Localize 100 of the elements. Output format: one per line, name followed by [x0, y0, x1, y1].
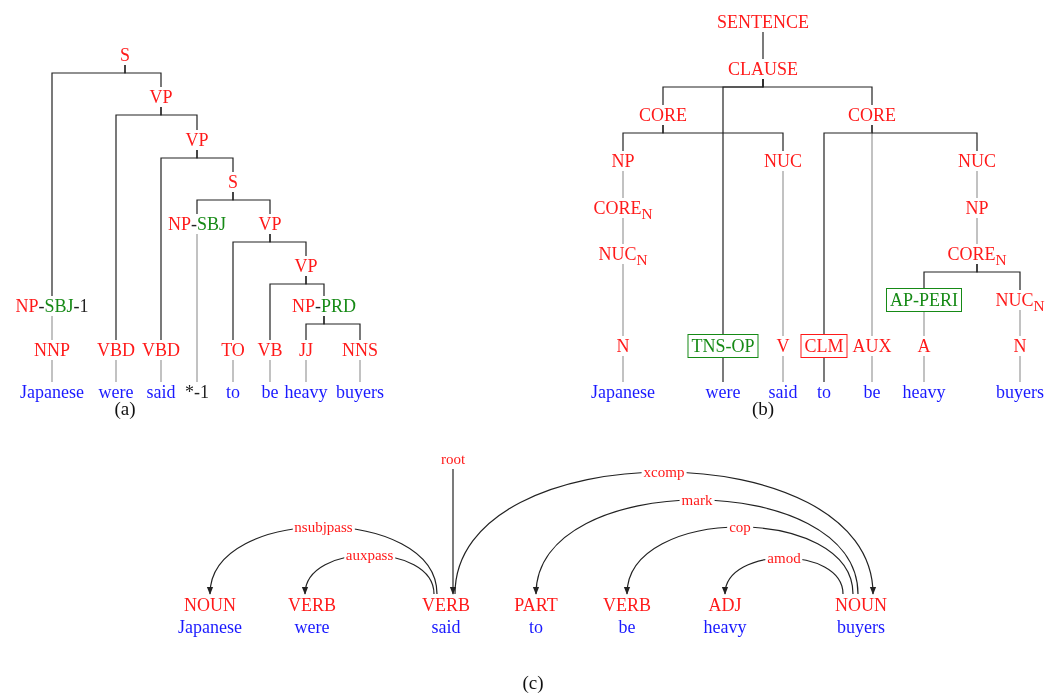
category-label: VP: [149, 87, 173, 107]
tree-branch: [923, 355, 925, 383]
tree-branch: [124, 64, 162, 88]
tree-branch: [196, 233, 198, 383]
category-label: V: [776, 336, 790, 356]
word-label: said: [146, 382, 176, 402]
tree-branch: [1019, 309, 1021, 337]
category-label: N: [616, 336, 630, 356]
tree-branch: [359, 359, 361, 383]
trace-label: *-1: [185, 382, 209, 402]
category-label: N: [1013, 336, 1027, 356]
tree-branch: [823, 357, 825, 383]
tree-branch: [762, 31, 764, 60]
pos-tag: VERB: [288, 594, 336, 616]
category-label: S: [228, 172, 238, 192]
boxed-label: TNS-OP: [687, 334, 759, 358]
word-label: buyers: [996, 382, 1044, 402]
pos-tag: NOUN: [835, 594, 887, 616]
dependency-arrow: [449, 468, 457, 595]
tree-branch: [976, 263, 1021, 291]
boxed-label: CLM: [800, 334, 848, 358]
tree-branch: [662, 124, 784, 152]
category-label: VP: [294, 256, 318, 276]
pos-tag: ADJ: [708, 594, 742, 616]
panel-caption: (c): [522, 672, 544, 693]
tree-branch: [269, 359, 271, 383]
category-label: NUC$_{N}$: [598, 244, 648, 264]
tree-branch: [115, 359, 117, 383]
category-label: NNP: [34, 340, 70, 360]
category-label: NUC: [958, 151, 996, 171]
category-label: NUC$_{N}$: [995, 290, 1045, 310]
tree-branch: [782, 170, 784, 337]
tree-branch: [160, 359, 162, 383]
tree-branch: [622, 217, 624, 245]
word-label: to: [817, 382, 831, 402]
pos-tag: PART: [514, 594, 558, 616]
edge-label: nsubjpass: [292, 519, 355, 535]
edge-label: mark: [679, 492, 715, 508]
word-label: were: [705, 382, 741, 402]
tree-branch: [269, 233, 307, 257]
category-label: S: [120, 45, 130, 65]
word-label: Japanese: [20, 382, 84, 402]
tree-branch: [622, 263, 624, 337]
tree-branch: [232, 191, 271, 215]
category-label: NP-SBJ-1: [15, 296, 89, 316]
category-label: VBD: [142, 340, 180, 360]
category-label: CLAUSE: [728, 59, 798, 79]
tree-branch: [305, 275, 325, 297]
tree-branch: [622, 355, 624, 383]
tree-branch: [622, 170, 624, 199]
word-label: be: [618, 616, 636, 638]
word-label: Japanese: [178, 616, 242, 638]
word-label: were: [294, 616, 330, 638]
category-label: SENTENCE: [717, 12, 809, 32]
pos-tag: VERB: [603, 594, 651, 616]
tree-branch: [782, 355, 784, 383]
word-label: buyers: [336, 382, 384, 402]
word-label: buyers: [837, 616, 885, 638]
tree-branch: [305, 359, 307, 383]
word-label: be: [863, 382, 881, 402]
word-label: heavy: [703, 616, 747, 638]
tree-branch: [323, 315, 361, 341]
category-label: JJ: [299, 340, 313, 360]
category-label: NP: [611, 151, 635, 171]
category-label: CORE$_{N}$: [593, 198, 653, 218]
tree-branch: [976, 170, 978, 199]
edge-label: amod: [765, 550, 803, 566]
dependency-arrow: [625, 526, 854, 595]
tree-branch: [51, 315, 53, 341]
tree-branch: [976, 217, 978, 245]
word-label: heavy: [284, 382, 328, 402]
category-label: AUX: [852, 336, 892, 356]
tree-branch: [923, 311, 925, 337]
category-label: NP-SBJ: [168, 214, 226, 234]
category-label: TO: [221, 340, 245, 360]
category-label: A: [917, 336, 931, 356]
category-label: NNS: [342, 340, 378, 360]
tree-branch: [1019, 355, 1021, 383]
category-label: VP: [185, 130, 209, 150]
category-label: VB: [257, 340, 283, 360]
category-label: CORE: [639, 105, 687, 125]
category-label: NUC: [764, 151, 802, 171]
tree-branch: [722, 357, 724, 383]
tree-branch: [871, 355, 873, 383]
category-label: CORE$_{N}$: [947, 244, 1007, 264]
word-label: heavy: [902, 382, 946, 402]
category-label: VP: [258, 214, 282, 234]
pos-tag: NOUN: [184, 594, 236, 616]
tree-branch: [160, 106, 198, 131]
word-label: be: [261, 382, 279, 402]
word-label: said: [431, 616, 461, 638]
word-label: Japanese: [591, 382, 655, 402]
word-label: to: [226, 382, 240, 402]
category-label: NP-PRD: [292, 296, 356, 316]
tree-branch: [232, 359, 234, 383]
word-label: to: [529, 616, 543, 638]
boxed-label: AP-PERI: [886, 288, 962, 312]
category-label: CORE: [848, 105, 896, 125]
category-label: NP: [965, 198, 989, 218]
dependency-arrow: [454, 471, 875, 595]
